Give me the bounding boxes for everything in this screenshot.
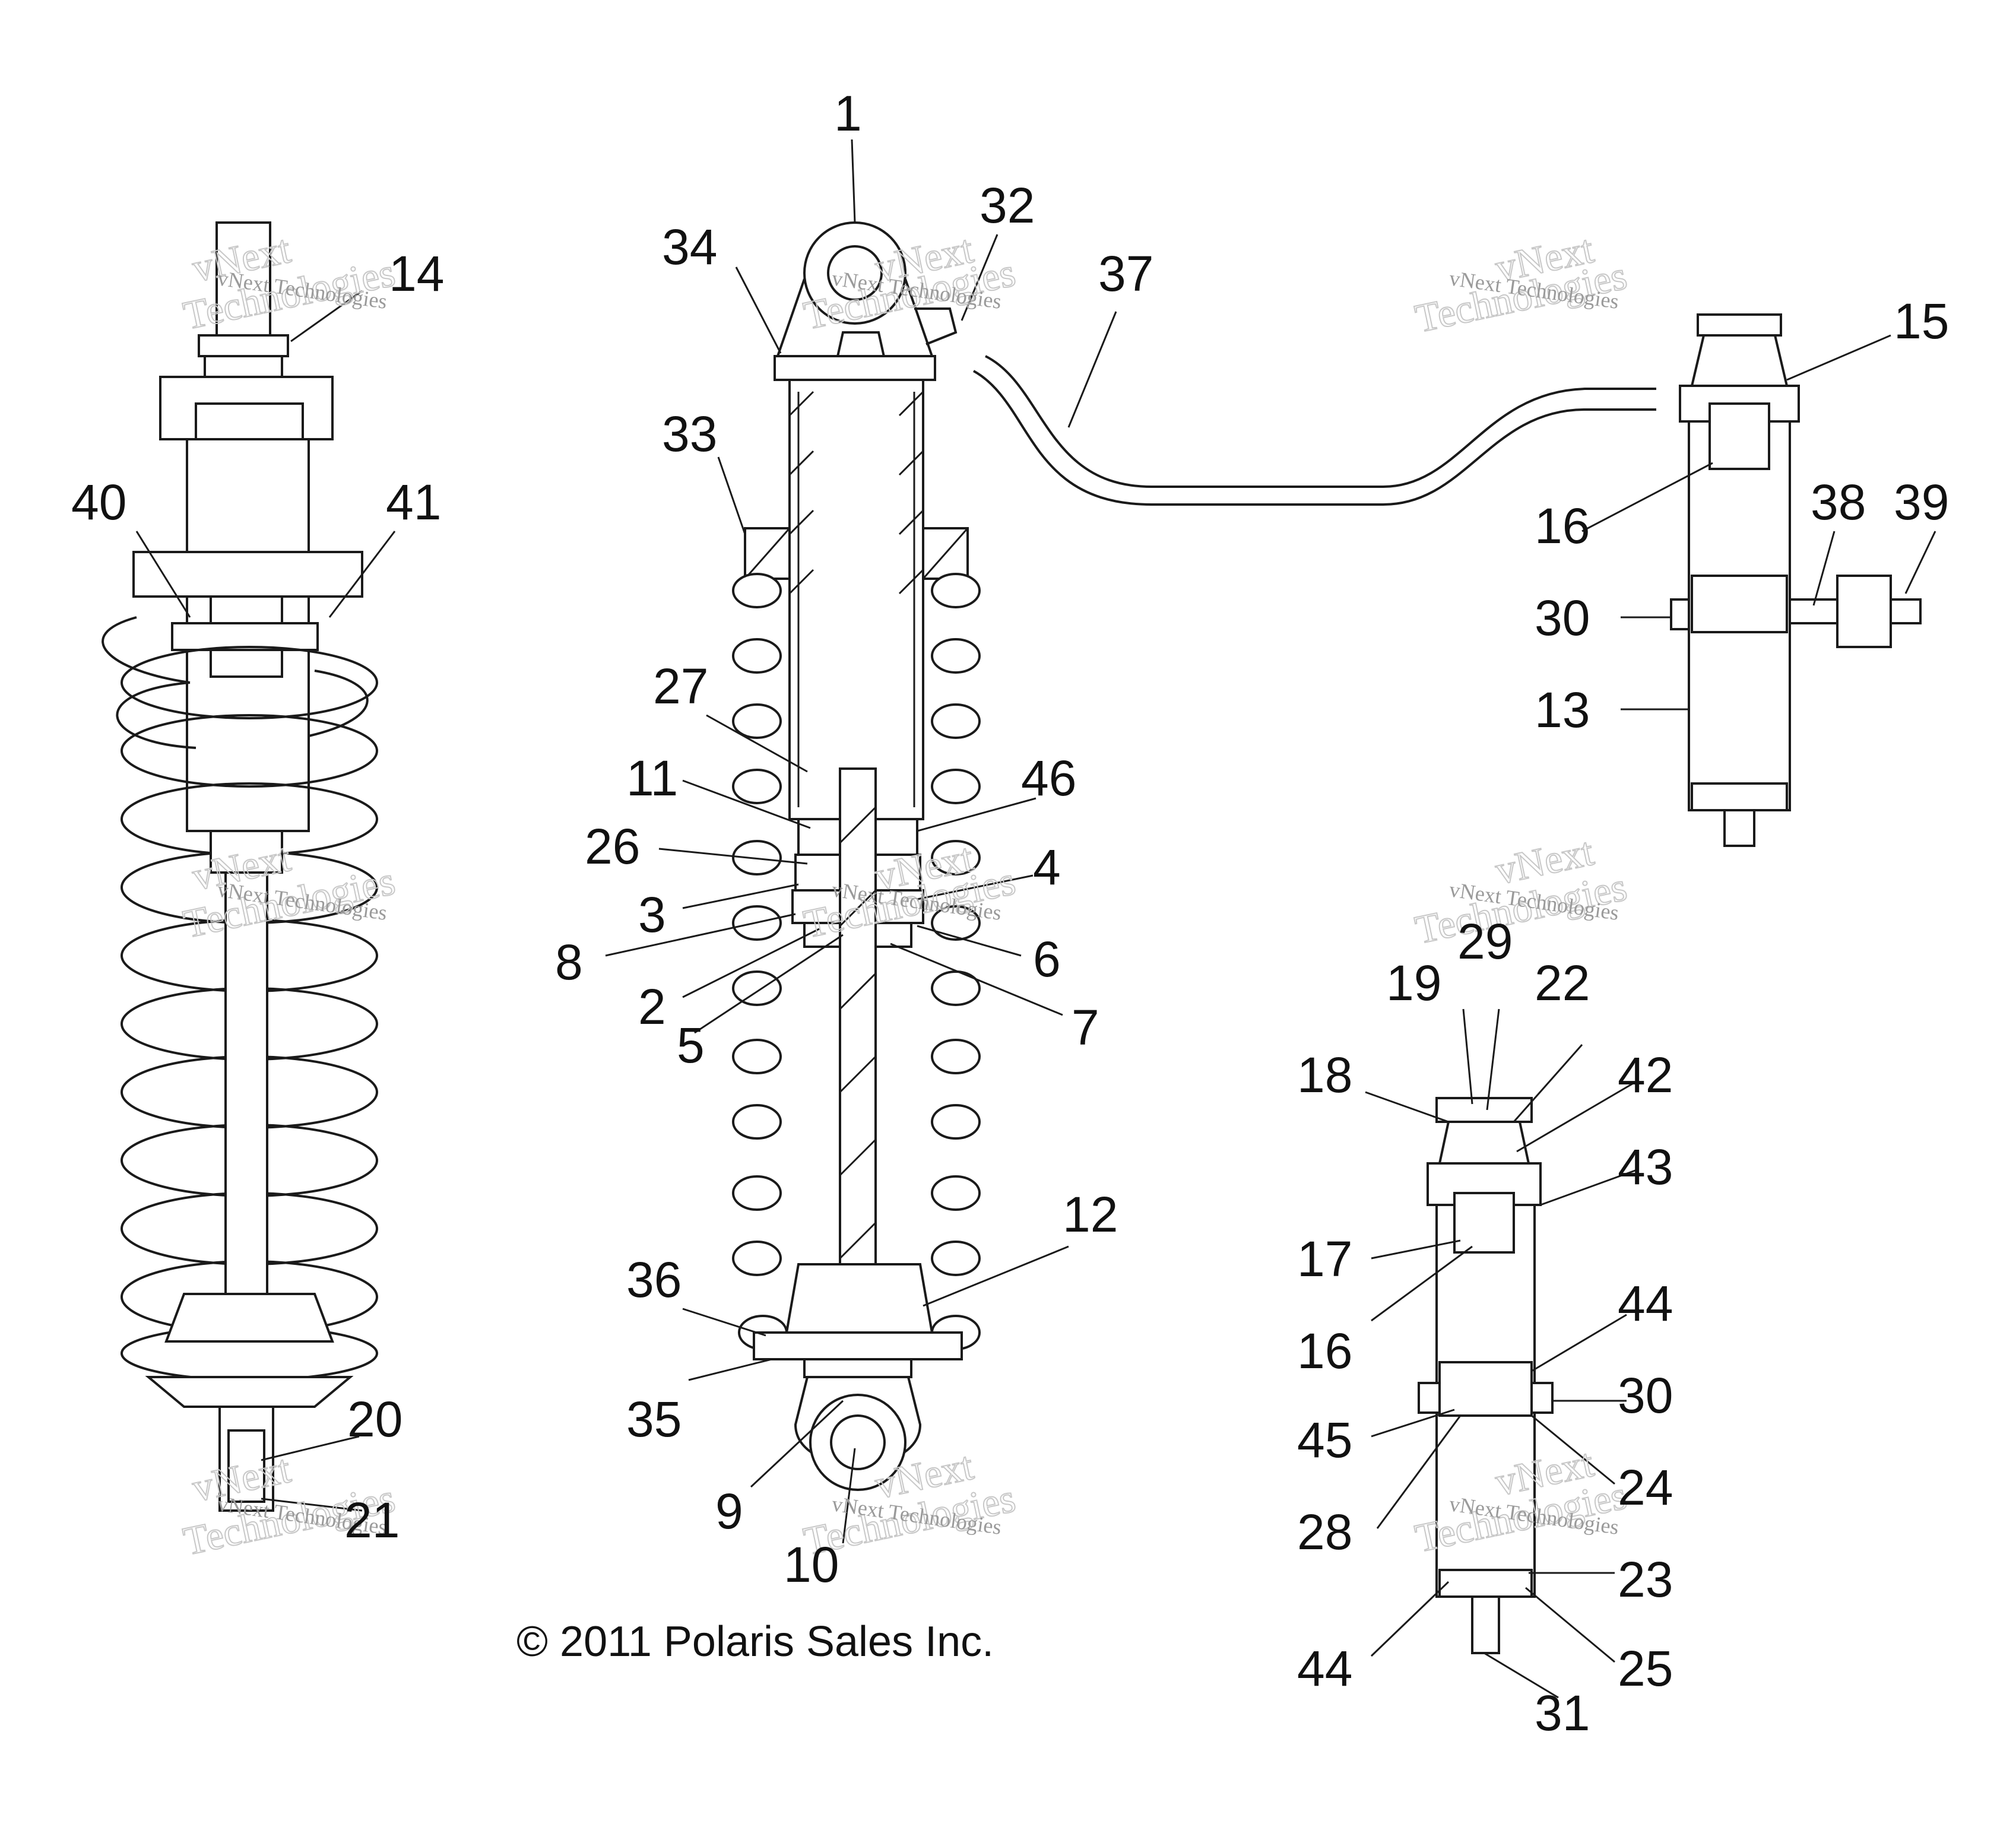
callout-21: 21 <box>344 1492 400 1548</box>
callout-16a: 16 <box>1535 498 1590 554</box>
callout-40: 40 <box>71 474 126 530</box>
callout-3: 3 <box>638 887 666 943</box>
reservoir-hose <box>985 355 1656 488</box>
callouts: 1 34 32 37 14 15 16 38 39 30 13 33 40 41… <box>71 85 1949 1741</box>
callout-19: 19 <box>1386 955 1441 1011</box>
callout-16b: 16 <box>1297 1323 1352 1379</box>
callout-12: 12 <box>1063 1187 1118 1242</box>
watermark-mid-left: vNext Technologies vNext Technologies <box>179 834 399 947</box>
callout-30b: 30 <box>1618 1368 1673 1423</box>
assembled-shock <box>102 221 378 1512</box>
callout-10: 10 <box>784 1537 839 1593</box>
callout-37: 37 <box>1098 246 1153 302</box>
callout-32: 32 <box>980 177 1035 233</box>
copyright-notice: © 2011 Polaris Sales Inc. <box>516 1618 994 1666</box>
watermark-mid-right: vNext Technologies vNext Technologies <box>1410 828 1631 953</box>
callout-8: 8 <box>555 934 583 990</box>
callout-45: 45 <box>1297 1412 1352 1468</box>
callout-13: 13 <box>1535 682 1590 738</box>
callout-2: 2 <box>638 979 666 1035</box>
callout-22: 22 <box>1535 955 1590 1011</box>
callout-28: 28 <box>1297 1504 1352 1560</box>
callout-44b: 44 <box>1297 1641 1352 1696</box>
callout-15: 15 <box>1894 293 1949 349</box>
callout-27: 27 <box>653 658 708 714</box>
callout-34: 34 <box>662 219 717 275</box>
callout-44a: 44 <box>1618 1276 1673 1331</box>
callout-14: 14 <box>389 246 444 302</box>
callout-23: 23 <box>1618 1552 1673 1607</box>
callout-30a: 30 <box>1535 590 1590 646</box>
callout-33: 33 <box>662 406 717 462</box>
watermark-top-right: vNext Technologies vNext Technologies <box>1410 226 1631 342</box>
callout-1: 1 <box>834 85 862 141</box>
callout-6: 6 <box>1033 931 1061 987</box>
callout-4: 4 <box>1033 839 1061 895</box>
callout-39: 39 <box>1894 474 1949 530</box>
callout-17: 17 <box>1297 1231 1352 1287</box>
callout-18: 18 <box>1297 1047 1352 1103</box>
callout-7: 7 <box>1072 1000 1099 1055</box>
callout-29: 29 <box>1457 913 1513 969</box>
callout-46: 46 <box>1021 750 1076 806</box>
callout-24: 24 <box>1618 1460 1673 1515</box>
callout-25: 25 <box>1618 1641 1673 1696</box>
callout-26: 26 <box>585 819 640 874</box>
callout-42: 42 <box>1618 1047 1673 1103</box>
sectioned-shock <box>732 221 981 1491</box>
callout-36: 36 <box>626 1252 681 1308</box>
callout-35: 35 <box>626 1391 681 1447</box>
leader-lines <box>135 139 1936 1699</box>
callout-5: 5 <box>677 1017 705 1073</box>
remote-reservoir <box>1670 313 1922 847</box>
callout-11: 11 <box>626 750 678 806</box>
callout-41: 41 <box>386 474 441 530</box>
watermark-top-left: vNext Technologies vNext Technologies <box>179 226 399 339</box>
callout-9: 9 <box>715 1483 743 1539</box>
reservoir-detail <box>1418 1097 1554 1654</box>
callout-38: 38 <box>1811 474 1866 530</box>
callout-43: 43 <box>1618 1139 1673 1195</box>
callout-31: 31 <box>1535 1685 1590 1741</box>
callout-20: 20 <box>347 1391 402 1447</box>
